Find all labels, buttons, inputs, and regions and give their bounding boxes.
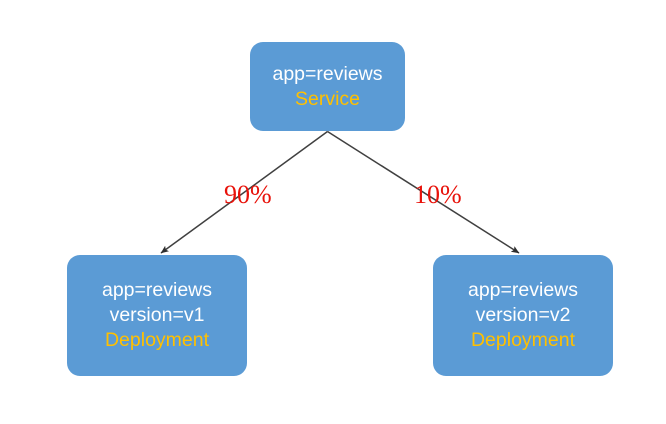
edge-label-weight-v1: 90%: [224, 180, 272, 209]
node-service[interactable]: app=reviews Service: [250, 42, 405, 131]
node-deployment-v2[interactable]: app=reviews version=v2 Deployment: [433, 255, 613, 376]
node-deployment-v1-kind: Deployment: [104, 329, 210, 351]
node-deployment-v2-label-0: app=reviews: [467, 279, 579, 301]
node-deployment-v1-label-0: app=reviews: [101, 279, 213, 301]
node-deployment-v2-kind: Deployment: [470, 329, 576, 351]
node-deployment-v1-label-1: version=v1: [109, 304, 205, 326]
node-deployment-v1[interactable]: app=reviews version=v1 Deployment: [67, 255, 247, 376]
edge-label-weight-v2: 10%: [414, 180, 462, 209]
node-deployment-v2-label-1: version=v2: [475, 304, 571, 326]
node-service-kind: Service: [294, 87, 361, 110]
node-service-label-0: app=reviews: [272, 62, 383, 85]
